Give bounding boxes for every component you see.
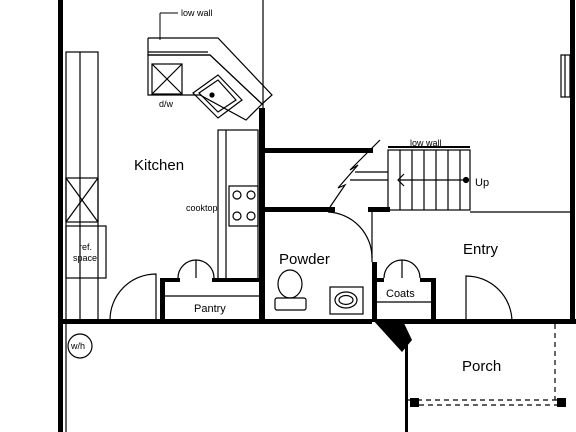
wall-bottom-right	[402, 319, 576, 324]
label-stairs-up: Up	[475, 177, 489, 189]
porch-post-left	[410, 398, 419, 407]
stairs	[329, 139, 471, 211]
label-low-wall-top: low wall	[181, 8, 213, 18]
wall-porch-corner	[372, 319, 412, 352]
wall-bottom	[58, 319, 372, 324]
kitchen-counters	[65, 37, 273, 321]
room-label-pantry: Pantry	[194, 303, 226, 315]
label-ref-space-2: space	[73, 253, 97, 263]
sink	[192, 74, 243, 119]
walls	[58, 0, 576, 432]
wall-left-exterior	[58, 0, 63, 432]
room-label-powder: Powder	[279, 251, 330, 268]
ref-space	[65, 225, 107, 279]
room-label-entry: Entry	[463, 241, 499, 258]
wall-oven	[65, 177, 99, 223]
wall-powder-east	[372, 262, 377, 322]
room-label-coats: Coats	[386, 288, 415, 300]
label-cooktop: cooktop	[186, 203, 218, 213]
wall-stair-bottom	[263, 207, 335, 212]
wall-porch-west	[405, 335, 408, 432]
room-label-kitchen: Kitchen	[134, 157, 184, 174]
wall-coats-top-2	[420, 278, 436, 282]
label-water-heater: w/h	[70, 341, 85, 351]
wall-coats-east	[431, 278, 436, 322]
label-dishwasher: d/w	[159, 99, 174, 109]
wall-coats-top	[372, 278, 384, 282]
wall-pantry-top	[160, 278, 180, 282]
wall-stair-top	[263, 148, 373, 153]
wall-kitchen-east	[259, 108, 265, 322]
wall-stair-bottom-2	[368, 207, 390, 212]
low-wall-pointer	[159, 12, 178, 40]
label-ref-space-1: ref.	[79, 242, 92, 252]
label-low-wall-stairs: low wall	[410, 138, 442, 148]
cooktop	[228, 185, 259, 227]
powder-sink	[329, 286, 364, 315]
dishwasher	[151, 63, 183, 95]
porch-post-right	[557, 398, 566, 407]
water-heater	[67, 333, 93, 359]
doors	[109, 211, 513, 323]
room-label-porch: Porch	[462, 358, 501, 375]
wall-right-exterior	[570, 0, 575, 322]
toilet	[274, 269, 307, 311]
wall-pantry-west	[160, 278, 165, 322]
thin-lines	[65, 0, 571, 432]
